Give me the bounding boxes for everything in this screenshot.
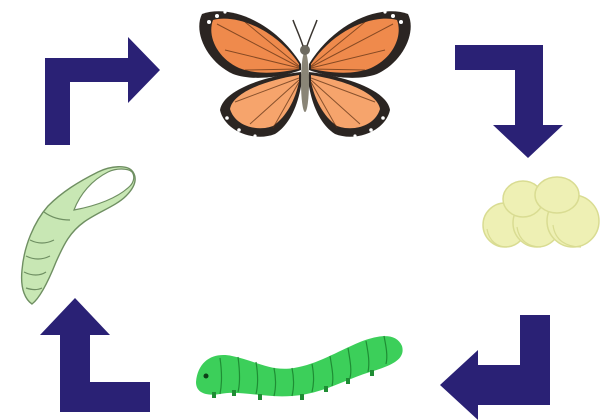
arrow-pupa-to-adult bbox=[45, 37, 160, 145]
egg bbox=[535, 177, 579, 213]
butterfly-head bbox=[300, 45, 310, 55]
arrow-egg-to-larva bbox=[440, 315, 550, 420]
butterfly-body bbox=[301, 52, 309, 112]
caterpillar-eye bbox=[204, 374, 209, 379]
caterpillar-body bbox=[196, 336, 403, 396]
arrow-adult-to-egg bbox=[455, 45, 563, 158]
chrysalis-icon bbox=[22, 167, 136, 304]
eggs-icon bbox=[483, 177, 599, 247]
butterfly-antennae bbox=[293, 20, 317, 46]
arrow-larva-to-pupa bbox=[40, 298, 150, 412]
caterpillar-icon bbox=[196, 336, 403, 400]
butterfly-icon bbox=[199, 10, 410, 137]
